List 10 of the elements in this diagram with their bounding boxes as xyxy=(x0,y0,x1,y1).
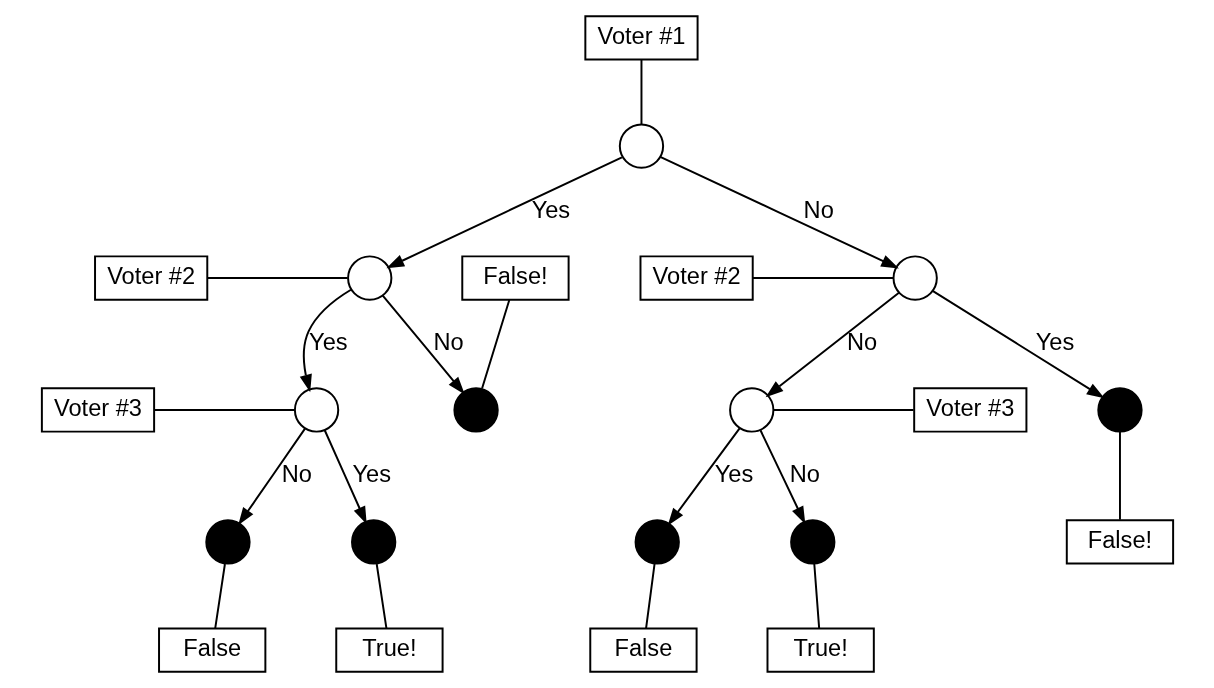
edge-label: Yes xyxy=(1035,329,1074,356)
edge-label: No xyxy=(803,197,834,224)
edge-label: No xyxy=(432,329,464,356)
edge-label: No xyxy=(846,329,877,356)
edge-label: Yes xyxy=(308,329,348,356)
edge-label: Yes xyxy=(531,197,570,224)
edge-label: No xyxy=(789,461,820,488)
edge-label: Yes xyxy=(714,461,753,488)
edge-label: No xyxy=(281,461,312,488)
edge-label: Yes xyxy=(351,461,391,488)
